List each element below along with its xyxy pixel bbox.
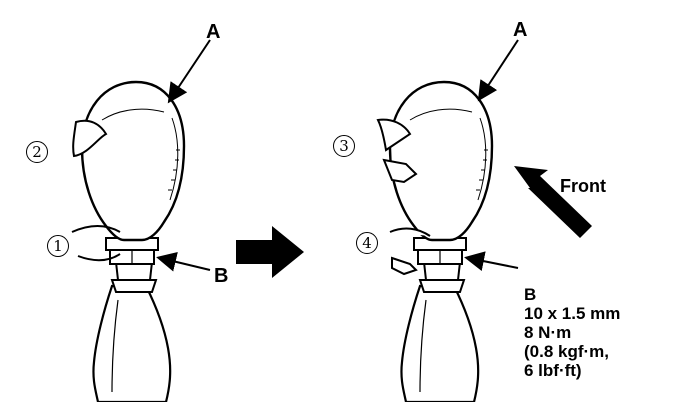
label-b-right: B bbox=[524, 285, 537, 304]
transition-arrow-icon bbox=[236, 226, 304, 278]
rotation-arrow-icon bbox=[72, 119, 108, 158]
rotation-arrow-icon bbox=[376, 118, 412, 152]
torque-spec: B 10 x 1.5 mm 8 N·m (0.8 kgf·m, 6 lbf·ft… bbox=[524, 285, 620, 380]
front-label: Front bbox=[560, 176, 606, 196]
step-2-badge: 2 bbox=[26, 141, 48, 163]
label-b-left: B bbox=[214, 265, 229, 287]
torque-nm: 8 N·m bbox=[524, 323, 572, 342]
bolt-size: 10 x 1.5 mm bbox=[524, 304, 621, 323]
label-a-right: A bbox=[513, 19, 528, 41]
leader-line-a-right bbox=[477, 39, 519, 102]
rotation-arrow-icon bbox=[382, 158, 418, 184]
torque-kgfm: (0.8 kgf·m, bbox=[524, 342, 610, 361]
torque-lbfft: 6 lbf·ft) bbox=[524, 361, 582, 380]
label-a-left: A bbox=[206, 21, 221, 43]
step-3-badge: 3 bbox=[333, 135, 355, 157]
step-4-badge: 4 bbox=[356, 232, 378, 254]
step-1-badge: 1 bbox=[47, 235, 69, 257]
leader-line-b-right bbox=[464, 251, 519, 271]
rotation-arrow-icon bbox=[71, 225, 121, 262]
rotation-arrow-icon bbox=[389, 227, 431, 276]
leader-line-a-left bbox=[167, 39, 211, 104]
front-direction-arrow-icon bbox=[514, 166, 592, 238]
leader-line-b-left bbox=[156, 252, 211, 272]
